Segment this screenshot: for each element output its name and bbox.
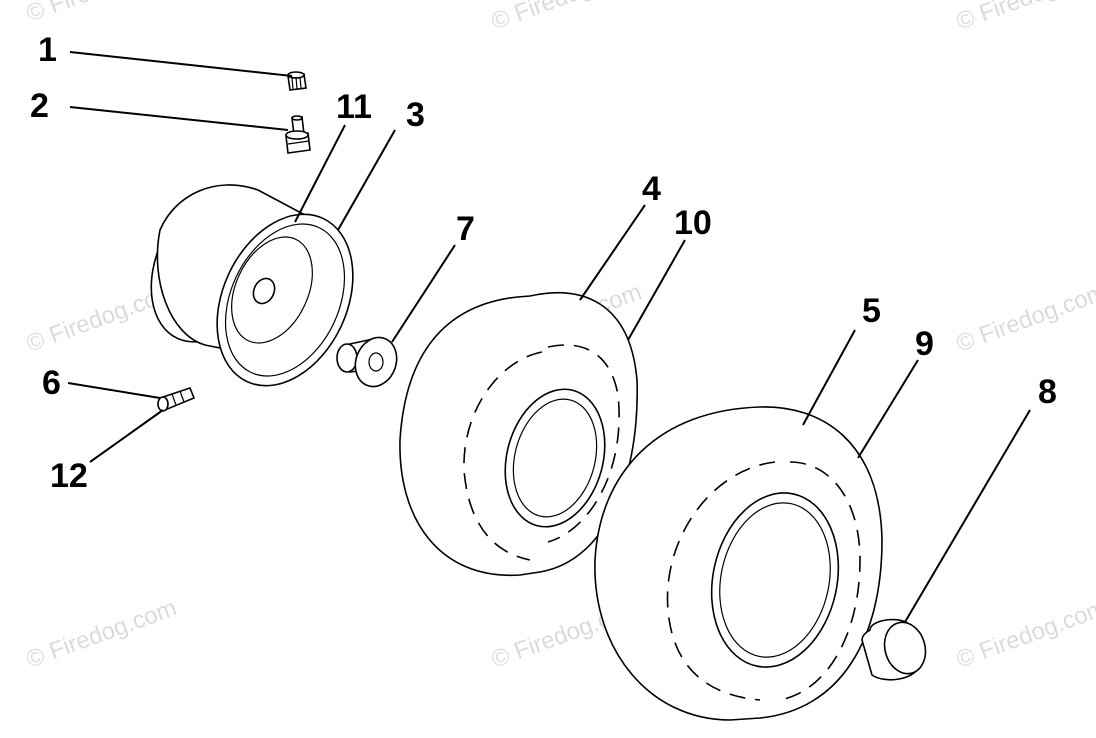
watermark: © Firedog.com	[23, 594, 180, 673]
callout-9: 9	[915, 325, 934, 363]
bushing	[336, 336, 398, 388]
watermark: © Firedog.com	[953, 278, 1096, 357]
watermark: © Firedog.com	[488, 0, 645, 36]
valve-cap	[287, 71, 307, 91]
callout-11: 11	[336, 88, 372, 126]
grease-fitting	[157, 387, 196, 412]
callout-6: 6	[42, 364, 61, 402]
callout-1: 1	[38, 31, 57, 69]
callout-2: 2	[30, 87, 49, 125]
callout-7: 7	[456, 210, 475, 248]
callout-10: 10	[674, 204, 712, 242]
tire-front	[594, 406, 883, 721]
callout-8: 8	[1038, 373, 1057, 411]
callout-12: 12	[50, 457, 88, 495]
hub-cap	[861, 618, 927, 681]
watermark: © Firedog.com	[953, 594, 1096, 673]
leader-lines	[67, 51, 1031, 623]
watermark: © Firedog.com	[23, 0, 180, 28]
watermark: © Firedog.com	[953, 0, 1096, 36]
callout-5: 5	[862, 292, 881, 330]
callout-4: 4	[642, 170, 661, 208]
wheel-rim	[150, 184, 354, 387]
valve-stem	[285, 115, 311, 154]
callout-labels: 1 2 3 4 5 6 7 8 9 10 11 12	[30, 31, 1057, 495]
callout-3: 3	[406, 96, 425, 134]
tire-rear	[399, 292, 638, 576]
